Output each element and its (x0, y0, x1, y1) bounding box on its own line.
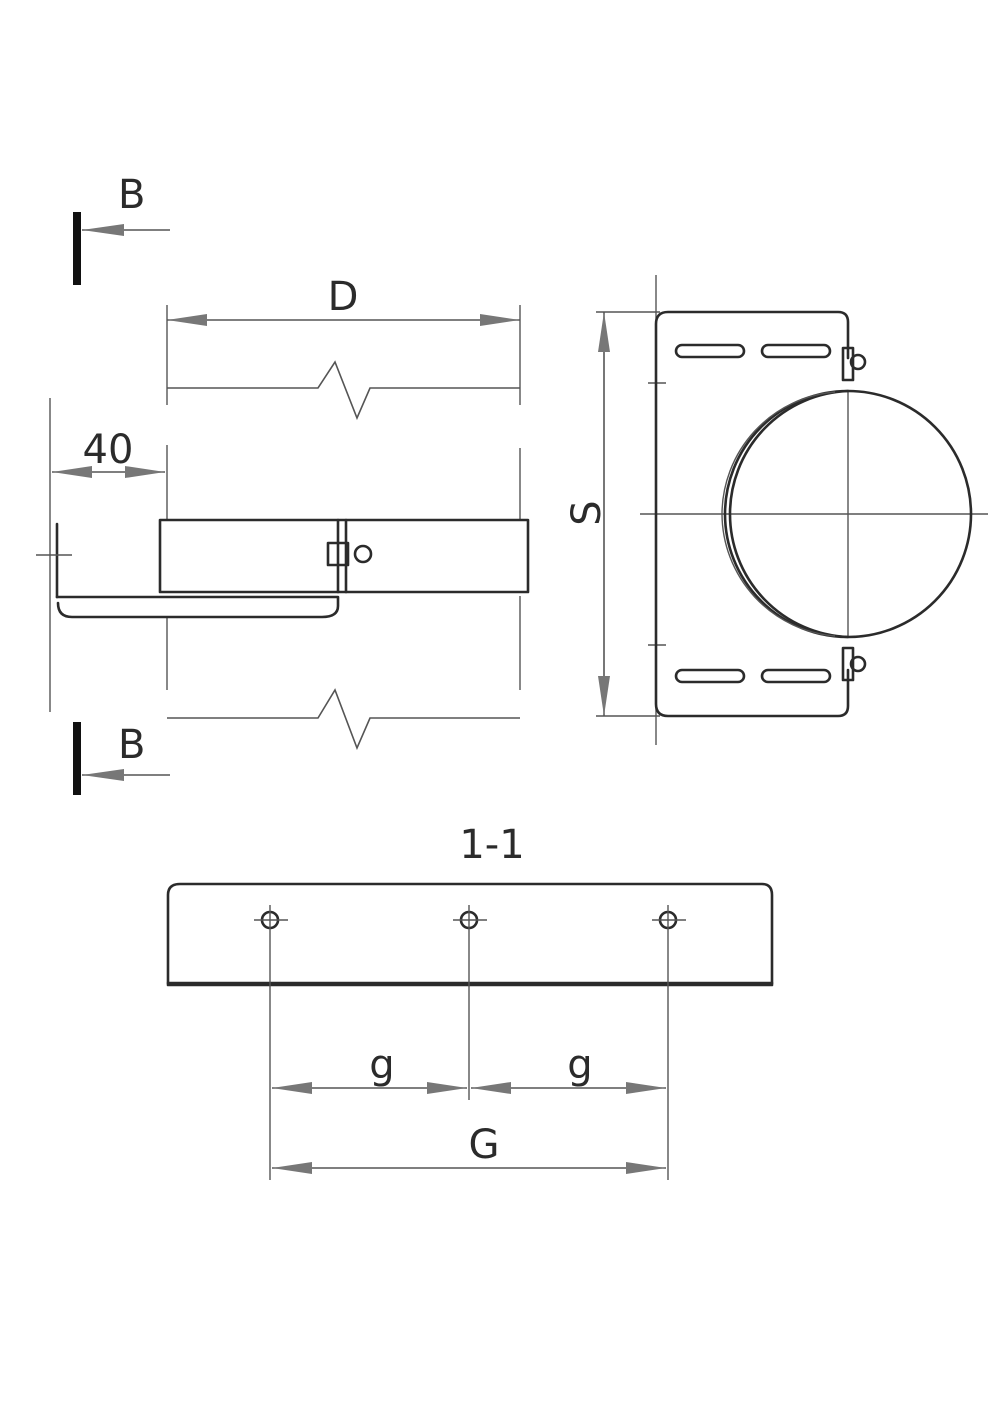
span-dimension: S (564, 311, 660, 717)
bracket-arm (55, 595, 340, 619)
span-label: S (564, 500, 610, 525)
offset-label: 40 (83, 427, 134, 473)
pitch-dimension-right: g (471, 1042, 666, 1094)
pipe-circle (721, 389, 973, 639)
depth-dimension: D (166, 274, 521, 405)
total-pitch-dimension: G (272, 1122, 666, 1174)
pitch-label-left: g (369, 1042, 394, 1088)
break-line-bottom (167, 688, 520, 751)
section-title: 1-1 (459, 822, 524, 868)
mounting-slots (674, 343, 832, 684)
mounting-plate (654, 310, 850, 718)
clamp-bolt-top-icon (841, 346, 867, 382)
bolt-icon (326, 541, 373, 567)
section-plate (166, 882, 774, 987)
section-marker-bottom: B (73, 722, 170, 795)
section-marker-top: B (73, 172, 170, 285)
clamp-bolt-bottom-icon (841, 646, 867, 682)
section-label-top: B (118, 172, 145, 218)
section-label-bottom: B (118, 722, 145, 768)
pitch-label-right: g (567, 1042, 592, 1088)
pitch-dimension-left: g (272, 1042, 467, 1094)
depth-label: D (328, 274, 359, 320)
break-line-top (167, 360, 520, 421)
section-view: 1-1 g g (166, 822, 774, 1180)
total-pitch-label: G (469, 1122, 500, 1168)
front-view: S (564, 275, 988, 745)
wall-plate (36, 522, 72, 599)
side-view: D 40 (36, 274, 530, 751)
hole-icons (254, 910, 686, 930)
clamp-band (158, 518, 530, 594)
